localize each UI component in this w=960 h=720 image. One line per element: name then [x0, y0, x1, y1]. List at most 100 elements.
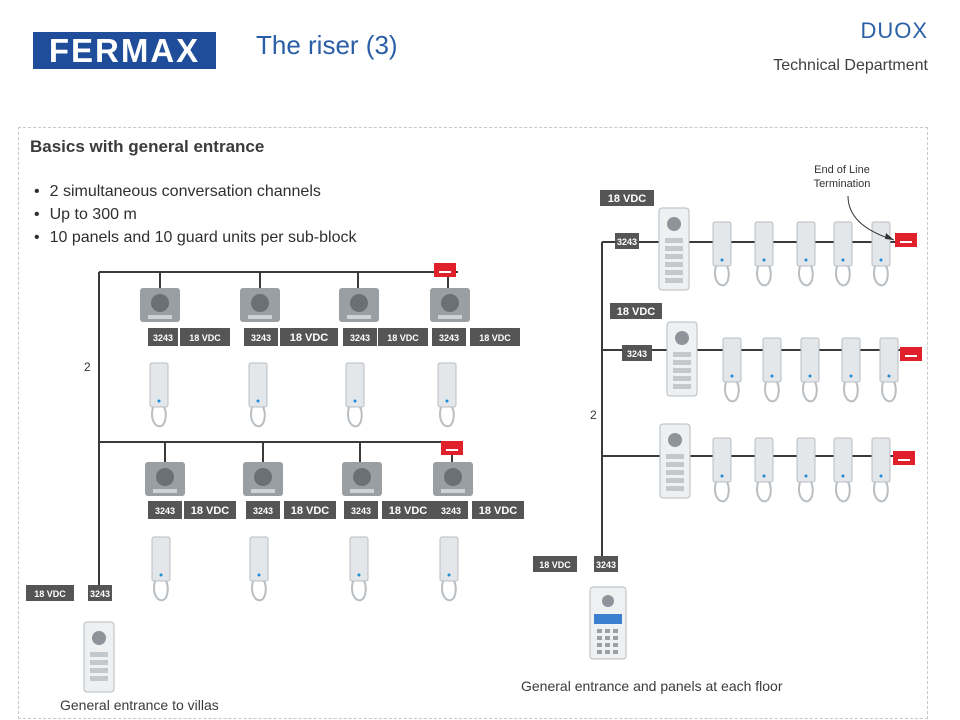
handset-body [149, 362, 169, 408]
handset-cord [724, 381, 740, 403]
terminator-body [441, 441, 463, 455]
monitor-button [347, 315, 371, 319]
distributor-module-faded-label: 3243 [153, 333, 173, 343]
handset-body [722, 337, 742, 383]
power-supply-module: 18 VDC [280, 328, 338, 346]
distributor-module-body [244, 328, 278, 346]
telephone-handset [762, 337, 782, 403]
power-supply-module-label: 18 VDC [389, 505, 428, 517]
content-frame [18, 127, 928, 719]
handset-led [357, 573, 361, 577]
keypad-key [605, 650, 610, 654]
entrance-panel [83, 621, 115, 693]
handset-led [720, 474, 724, 478]
distributor-module: 3243 [622, 345, 652, 361]
handset-led [770, 374, 774, 378]
panel-button [90, 676, 108, 681]
distributor-module-faded-body [148, 328, 178, 346]
telephone-handset [349, 536, 369, 602]
monitor-button [438, 315, 462, 319]
handset-body [754, 221, 774, 267]
handset-cord [764, 381, 780, 403]
keypad-key [605, 643, 610, 647]
terminator-body [900, 347, 922, 361]
handset-body [796, 221, 816, 267]
distributor-module: 3243 [244, 328, 278, 346]
power-supply-module-body [280, 328, 338, 346]
monitor-button [350, 489, 374, 493]
distributor-module-body [432, 328, 466, 346]
distributor-module-body [344, 501, 378, 519]
panel-camera [602, 595, 614, 607]
telephone-handset [871, 437, 891, 503]
monitor-button [441, 489, 465, 493]
monitor-button [148, 315, 172, 319]
power-supply-module-faded-body [600, 190, 654, 206]
monitor-unit [243, 462, 283, 496]
keypad-key [597, 636, 602, 640]
power-supply-module-faded-body [180, 328, 230, 346]
terminator-body [895, 233, 917, 247]
handset-body [871, 437, 891, 483]
monitor-unit [145, 462, 185, 496]
end-of-line-terminator [893, 451, 915, 465]
handset-cord [843, 381, 859, 403]
fermax-logo: FERMAX [33, 32, 216, 69]
power-supply-module-body [378, 328, 428, 346]
power-supply-module-faded-label: 18 VDC [539, 560, 571, 570]
power-supply-module: 18 VDC [378, 328, 428, 346]
handset-body [800, 337, 820, 383]
power-supply-module: 18 VDC [184, 501, 236, 519]
end-of-line-terminator [895, 233, 917, 247]
handset-cord [835, 481, 851, 503]
bullet-list: 2 simultaneous conversation channels Up … [34, 180, 357, 249]
entrance-panel [659, 423, 691, 499]
power-supply-module-faded: 18 VDC [533, 556, 577, 572]
power-supply-module-label: 18 VDC [479, 333, 511, 343]
distributor-module-label: 3243 [627, 349, 647, 359]
terminator-mark [898, 459, 910, 461]
handset-cord [802, 381, 818, 403]
handset-body [249, 536, 269, 582]
arrow-head [885, 233, 894, 240]
distributor-module-faded: 3243 [615, 233, 639, 249]
distributor-module-faded: 3243 [148, 328, 178, 346]
power-supply-module-body [184, 501, 236, 519]
power-supply-module-body [284, 501, 336, 519]
handset-cord [873, 481, 889, 503]
terminator-mark [446, 449, 458, 451]
telephone-handset [437, 362, 457, 428]
telephone-handset [722, 337, 742, 403]
keypad-key [613, 650, 618, 654]
telephone-handset [248, 362, 268, 428]
telephone-handset [439, 536, 459, 602]
distributor-module-body [148, 501, 182, 519]
bullet-item: Up to 300 m [34, 203, 356, 226]
telephone-handset [754, 437, 774, 503]
keypad-key [597, 650, 602, 654]
power-supply-module: 18 VDC [470, 328, 520, 346]
handset-led [841, 258, 845, 262]
power-supply-module-body [472, 501, 524, 519]
keypad-key [605, 636, 610, 640]
caption-villas: General entrance to villas [60, 697, 219, 713]
brand-label: DUOX [860, 18, 928, 43]
wire-count-right: 2 [590, 408, 597, 422]
panel-button [673, 376, 691, 381]
distributor-module-faded: 3243 [594, 556, 618, 572]
end-of-line-label: End of Line Termination [813, 164, 871, 190]
handset-cord [873, 265, 889, 287]
handset-body [151, 536, 171, 582]
power-supply-module-faded-body [533, 556, 577, 572]
telephone-handset [712, 221, 732, 287]
power-supply-module: 18 VDC [472, 501, 524, 519]
panel-button [90, 668, 108, 673]
end-of-line-terminator [441, 441, 463, 455]
distributor-module-label: 3243 [439, 333, 459, 343]
handset-cord [798, 265, 814, 287]
handset-led [804, 474, 808, 478]
handset-cord [756, 265, 772, 287]
power-supply-module-faded-body [26, 585, 74, 601]
keypad-key [597, 643, 602, 647]
telephone-handset [800, 337, 820, 403]
